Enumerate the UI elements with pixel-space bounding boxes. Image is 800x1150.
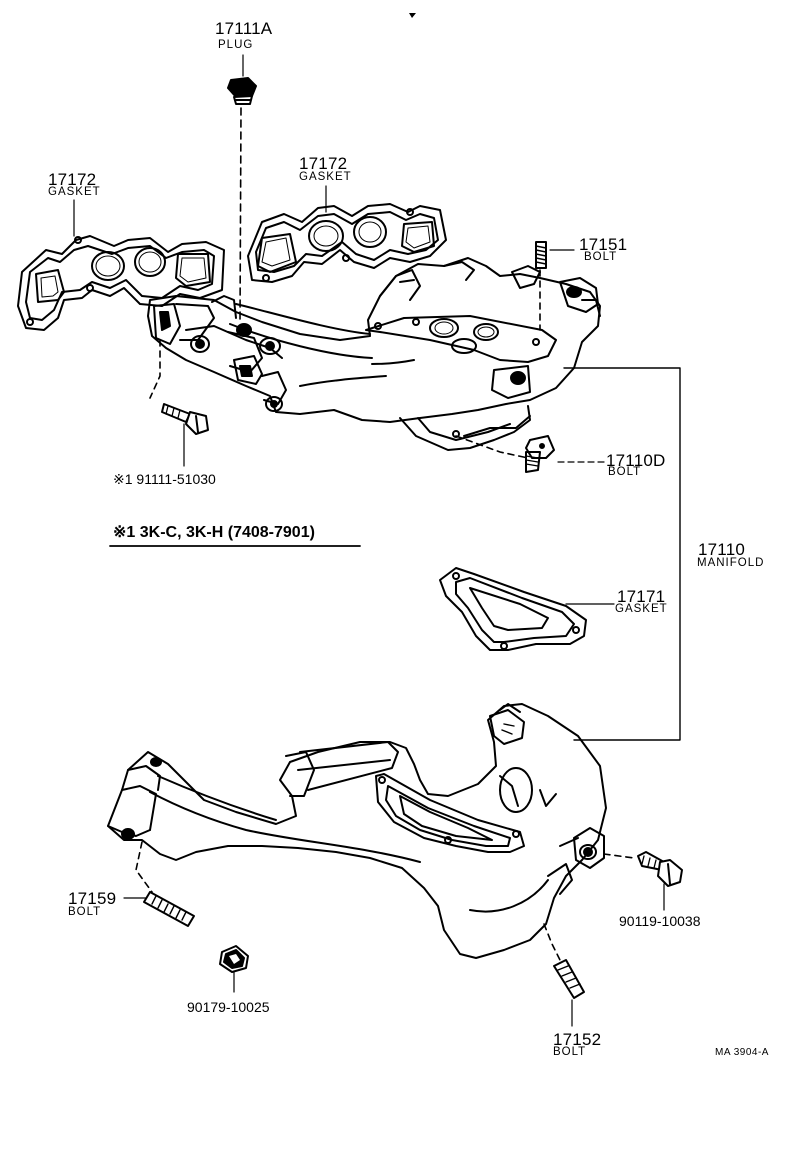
bolt-17159-part xyxy=(143,891,195,927)
bolt-90119-number: 90119-10038 xyxy=(619,913,701,929)
bolt-90119-dashed-line xyxy=(603,853,635,859)
bolt-17159-dashed-line xyxy=(135,841,153,893)
gasket-left-number: 17172 xyxy=(48,170,97,189)
plug-number: 17111A xyxy=(215,19,273,38)
nut-90179-part xyxy=(219,945,249,973)
bolt-17151-name: BOLT xyxy=(584,251,618,263)
manifold-number: 17110 xyxy=(698,540,746,559)
bolt-17152-part xyxy=(553,959,585,999)
bolt-17151-part xyxy=(535,241,547,269)
model-note: ※1 3K-C, 3K-H (7408-7901) xyxy=(113,524,315,541)
top-mark xyxy=(409,13,416,18)
bolt-17110d-number: 17110D xyxy=(606,451,666,470)
plug-dashed-line xyxy=(239,107,242,323)
nut-90179-number: 90179-10025 xyxy=(187,999,270,1015)
intake-manifold-part xyxy=(147,257,601,451)
gasket-17171-part xyxy=(439,567,587,651)
bolt-17110d-name: BOLT xyxy=(608,466,642,478)
bolt-90119-part xyxy=(637,851,683,887)
gasket-17171-name: GASKET xyxy=(615,603,668,615)
gasket-right-number: 17172 xyxy=(299,154,348,173)
gasket-right-name: GASKET xyxy=(299,171,352,183)
manifold-bracket-line xyxy=(563,367,681,741)
bolt-17159-number: 17159 xyxy=(68,889,117,908)
plug-part xyxy=(227,77,257,105)
plug-name: PLUG xyxy=(218,39,254,51)
gasket-left-part xyxy=(17,235,225,331)
gasket-right-part xyxy=(247,203,447,283)
bolt-91111-number: ※1 91111-51030 xyxy=(113,471,216,487)
bolt-17159-name: BOLT xyxy=(68,906,102,918)
drawing-reference: MA 3904-A xyxy=(715,1047,769,1058)
bolt-17152-number: 17152 xyxy=(553,1030,602,1049)
bolt-17152-name: BOLT xyxy=(553,1046,587,1058)
bolt-17110d-dashed-line xyxy=(455,435,529,459)
gasket-17171-number: 17171 xyxy=(617,587,666,606)
bolt-17110d-part xyxy=(525,435,555,473)
bolt-91111-dashed-line xyxy=(149,339,161,399)
manifold-name: MANIFOLD xyxy=(697,557,765,569)
bolt-91111-part xyxy=(161,403,209,435)
gasket-left-name: GASKET xyxy=(48,186,101,198)
bolt-17152-dashed-line xyxy=(543,923,563,965)
exhaust-manifold-part xyxy=(107,703,607,959)
bolt-17151-number: 17151 xyxy=(579,235,628,254)
